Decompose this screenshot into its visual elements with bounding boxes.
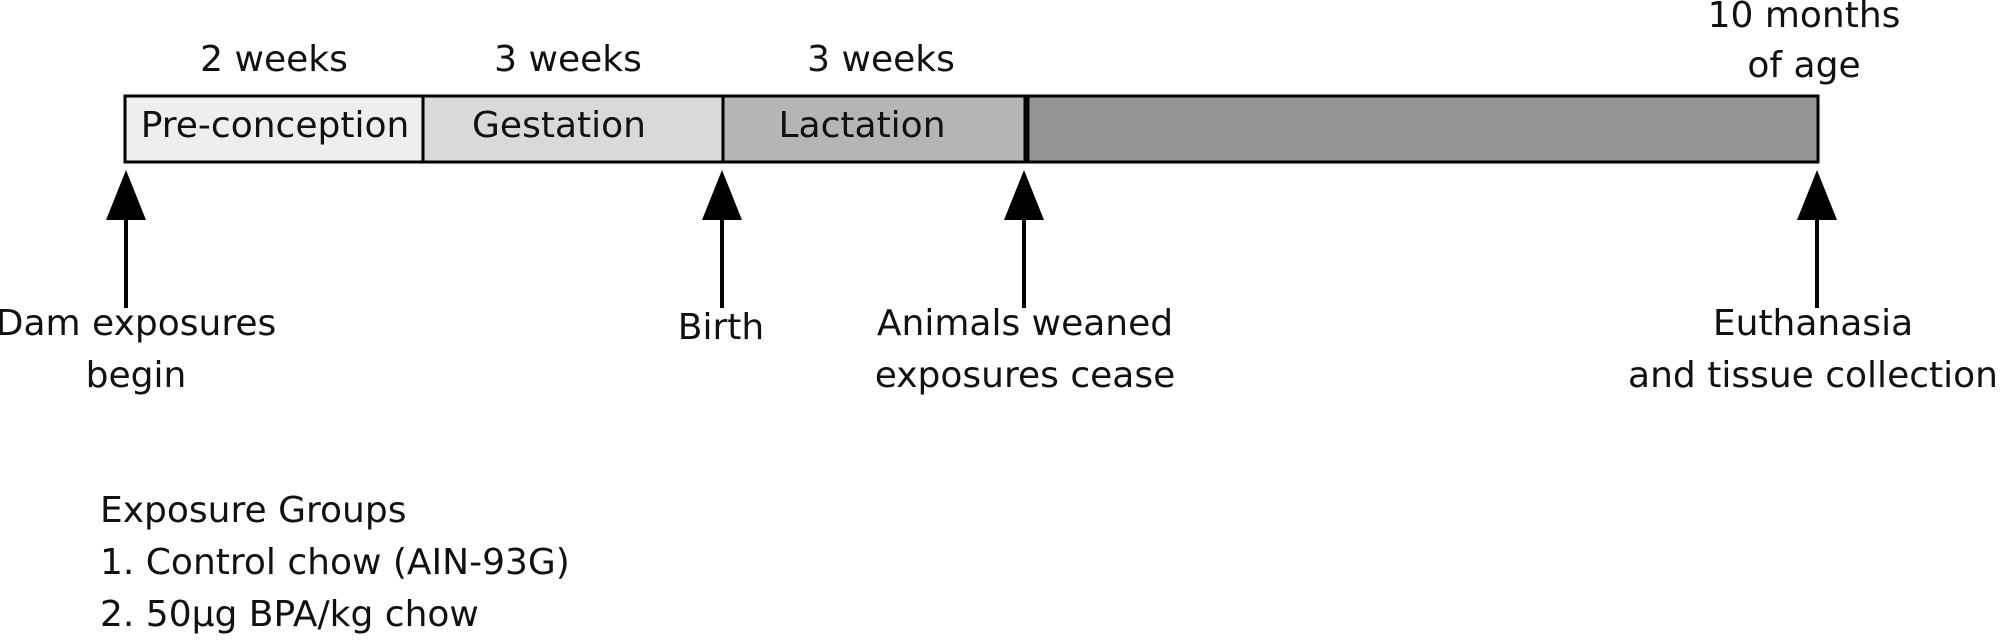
post-weaning-bar — [1026, 94, 1820, 164]
event-weaned-line2: exposures cease — [874, 355, 1176, 396]
preconception-bar — [123, 94, 425, 164]
exposure-group-item: 2. 50μg BPA/kg chow — [100, 594, 479, 635]
gestation-bar — [421, 94, 725, 164]
phase-preconception: Pre-conception — [140, 105, 410, 146]
event-birth: Birth — [677, 307, 765, 348]
phase-gestation: Gestation — [472, 105, 646, 146]
event-dam-exposures-line1: Dam exposures — [0, 303, 277, 344]
phase-lactation: Lactation — [778, 105, 946, 146]
duration-gestation: 3 weeks — [494, 39, 642, 80]
duration-lactation: 3 weeks — [807, 39, 955, 80]
event-euthanasia-line1: Euthanasia — [1712, 303, 1914, 344]
exposure-groups: Exposure Groups 1. Control chow (AIN-93G… — [100, 485, 570, 641]
event-dam-exposures-line2: begin — [85, 355, 187, 396]
duration-preconception: 2 weeks — [200, 39, 348, 80]
end-label-line2: of age — [1747, 45, 1861, 86]
arrow-birth — [702, 170, 742, 308]
event-weaned-line1: Animals weaned — [876, 303, 1174, 344]
arrow-dam-exposures — [106, 170, 146, 308]
arrow-weaned — [1004, 170, 1044, 308]
arrow-euthanasia — [1797, 170, 1837, 308]
end-label-line1: 10 months — [1707, 0, 1901, 36]
lactation-bar — [721, 94, 1027, 164]
event-euthanasia-line2: and tissue collection — [1628, 355, 1998, 396]
exposure-groups-title: Exposure Groups — [100, 490, 407, 531]
exposure-group-item: 1. Control chow (AIN-93G) — [100, 542, 570, 583]
